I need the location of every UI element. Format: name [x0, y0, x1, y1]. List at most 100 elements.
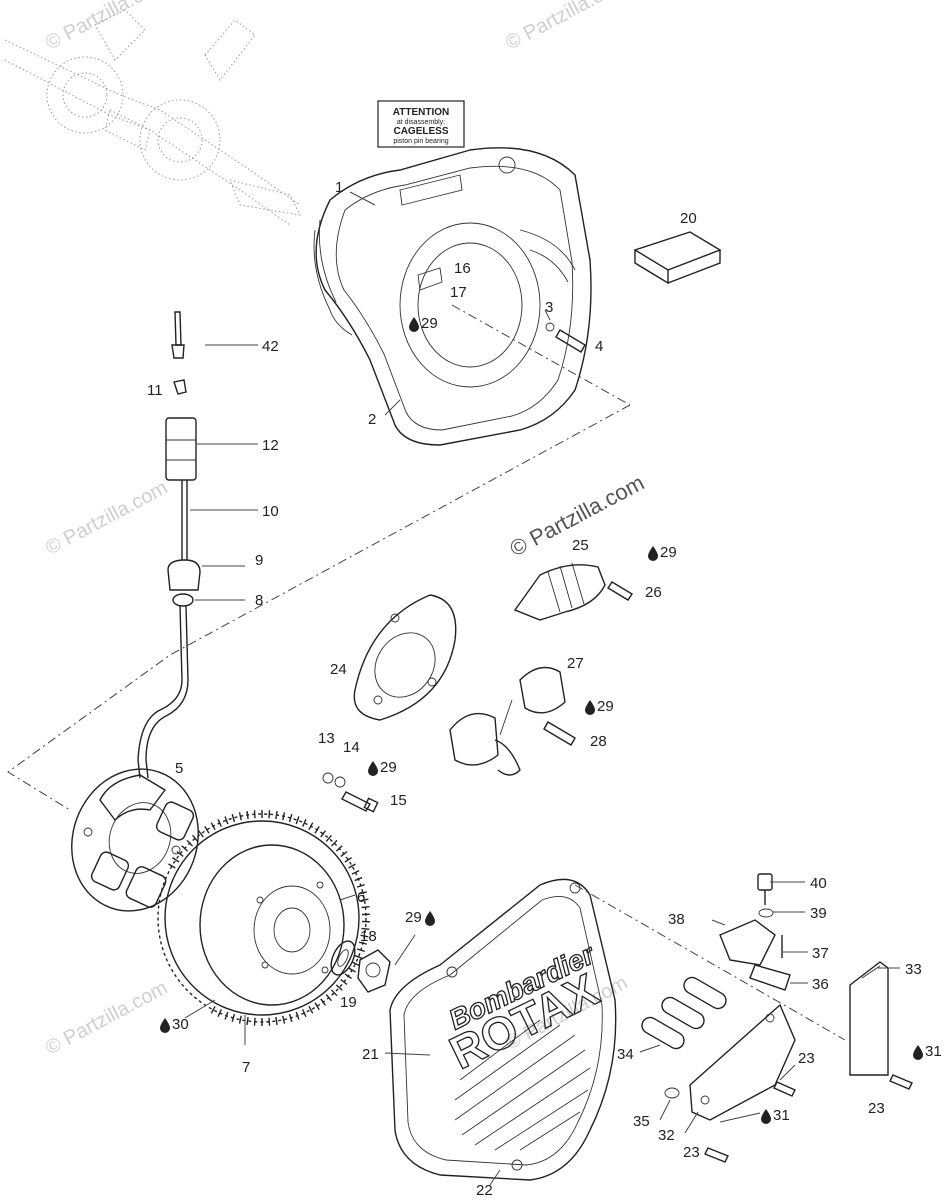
gear-tooth	[210, 822, 216, 831]
gear-tooth	[354, 954, 363, 960]
callout-c25: 25	[572, 537, 589, 554]
stator-bolt	[322, 772, 379, 813]
callout-c17: 17	[450, 284, 467, 301]
callout-c3: 3	[545, 299, 553, 316]
callout-c36: 36	[812, 976, 829, 993]
attention-decal: ATTENTION at disassembly: CAGELESS pisto…	[377, 100, 465, 148]
gear-tooth	[340, 979, 348, 986]
gear-tooth	[335, 984, 343, 991]
gear-tooth	[204, 826, 210, 834]
gear-tooth	[172, 857, 180, 863]
attention-subtitle: at disassembly:	[397, 119, 445, 126]
gear-tooth	[302, 819, 307, 827]
gear-tooth	[238, 812, 242, 821]
callout-c29a: 29	[421, 315, 438, 332]
callout-c30: 30	[172, 1016, 189, 1033]
crankshaft-outline	[4, 9, 301, 226]
oil-drop-icon	[913, 1045, 923, 1060]
callout-c35: 35	[633, 1113, 650, 1130]
oil-drop-icon	[160, 1018, 170, 1033]
gear-tooth	[268, 810, 271, 819]
callout-c8: 8	[255, 592, 263, 609]
small-bolts	[664, 1074, 913, 1163]
gear-tooth	[253, 1017, 256, 1026]
oil-drop-icon	[761, 1109, 771, 1124]
attention-cageless: CAGELESS	[393, 126, 448, 137]
watermark: © Partzilla.com	[502, 0, 631, 54]
gear-tooth	[217, 1009, 222, 1017]
callout-c12: 12	[262, 437, 279, 454]
attention-title: ATTENTION	[393, 107, 449, 118]
callout-c10: 10	[262, 503, 279, 520]
callout-c15: 15	[390, 792, 407, 809]
gear-tooth	[320, 830, 327, 838]
gear-tooth	[356, 883, 365, 888]
gear-tooth	[348, 967, 356, 973]
callout-c31b: 31	[773, 1107, 790, 1124]
callout-c26: 26	[645, 584, 662, 601]
gear-tooth	[238, 1015, 242, 1024]
watermarks: © Partzilla.com © Partzilla.com © Partzi…	[42, 0, 648, 1059]
gear-tooth	[354, 876, 363, 882]
gear-tooth	[351, 870, 360, 875]
housing-bolt	[545, 322, 586, 353]
callout-c42: 42	[262, 338, 279, 355]
gear-tooth	[335, 845, 343, 852]
gear-tooth	[356, 948, 365, 953]
watermark: © Partzilla.com	[42, 477, 171, 560]
gear-tooth	[360, 898, 369, 902]
gear-tooth	[358, 941, 367, 945]
gear-tooth	[246, 1016, 249, 1026]
callout-c19: 19	[340, 994, 357, 1011]
oil-drop-icon	[648, 546, 658, 561]
gear-tooth	[192, 834, 199, 842]
oil-drop-icon	[368, 761, 378, 776]
gear-tooth	[361, 927, 370, 930]
attention-detail: piston pin bearing	[393, 138, 448, 145]
callout-c9: 9	[255, 552, 263, 569]
alignment-lines	[7, 304, 846, 1041]
callout-c22: 22	[476, 1182, 493, 1199]
gear-tooth	[253, 810, 256, 819]
callout-c5: 5	[175, 760, 183, 777]
callout-c24: 24	[330, 661, 347, 678]
gear-tooth	[288, 1013, 293, 1023]
callout-c31a: 31	[925, 1043, 942, 1060]
callout-c23c: 23	[683, 1144, 700, 1161]
callout-c21: 21	[362, 1046, 379, 1063]
watermark: © Partzilla.com	[42, 977, 171, 1060]
gear-tooth	[282, 812, 286, 821]
clip-screw	[757, 873, 774, 918]
callout-c37: 37	[812, 945, 829, 962]
ring-gear-teeth	[168, 810, 370, 1026]
charging-coils	[449, 666, 576, 776]
callout-c18: 18	[360, 928, 377, 945]
magneto-housing	[313, 147, 592, 446]
gear-tooth	[314, 826, 320, 834]
callout-c38: 38	[668, 911, 685, 928]
callout-c23b: 23	[868, 1100, 885, 1117]
callout-c28: 28	[590, 733, 607, 750]
gear-tooth	[282, 1015, 286, 1024]
gear-tooth	[275, 810, 278, 820]
gear-tooth	[197, 830, 204, 838]
gear-tooth	[224, 816, 229, 825]
callout-c7: 7	[242, 1059, 250, 1076]
gear-tooth	[325, 994, 332, 1002]
gear-tooth	[224, 1011, 229, 1020]
callout-c27: 27	[567, 655, 584, 672]
gear-tooth	[217, 819, 222, 827]
gear-tooth	[176, 850, 184, 857]
callout-c4: 4	[595, 338, 603, 355]
gear-tooth	[340, 850, 348, 857]
gear-tooth	[344, 973, 352, 979]
gear-tooth	[168, 863, 176, 869]
gear-tooth	[325, 834, 332, 842]
callout-c13: 13	[318, 730, 335, 747]
gear-tooth	[275, 1016, 278, 1026]
callout-c14: 14	[343, 739, 360, 756]
gear-tooth	[314, 1002, 320, 1010]
gear-tooth	[330, 989, 338, 997]
gear-tooth	[348, 863, 356, 869]
gear-tooth	[330, 839, 338, 847]
